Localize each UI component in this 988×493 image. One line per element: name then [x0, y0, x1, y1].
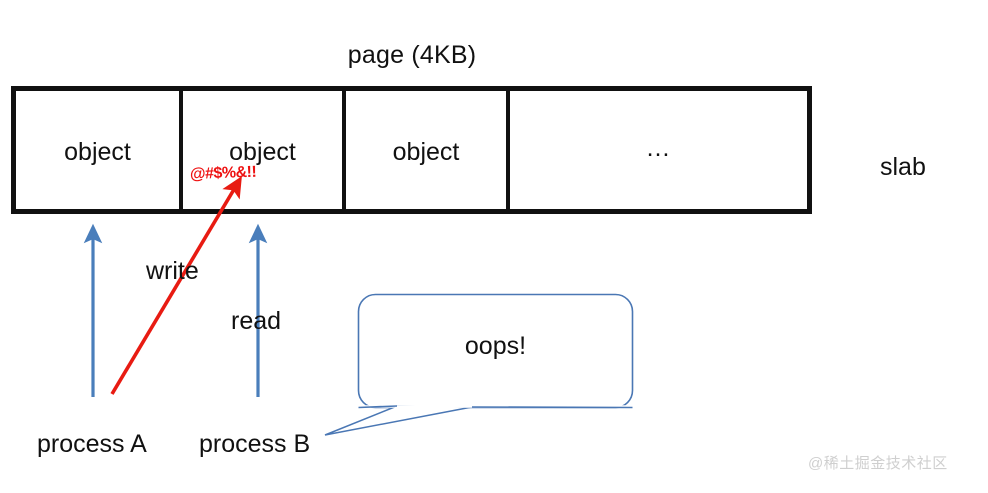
write-label: write	[146, 257, 199, 285]
slab-label: slab	[880, 153, 926, 181]
watermark: @稀土掘金技术社区	[808, 455, 948, 472]
process-b-label: process B	[199, 430, 311, 458]
slab-cell-object-1: object	[16, 91, 183, 209]
process-a-label: process A	[37, 430, 147, 458]
corrupted-data-text: @#$%&!!	[189, 163, 257, 183]
page-title: page (4KB)	[347, 41, 477, 69]
slab-cell-label: object	[64, 137, 131, 166]
ellipsis-label: …	[645, 133, 672, 162]
callout-text: oops!	[464, 332, 527, 360]
slab-cell-label: object	[392, 137, 460, 166]
slab-cell-object-2: object	[183, 91, 346, 209]
callout-bubble-base	[358, 405, 633, 409]
read-label: read	[231, 307, 282, 335]
callout-tail	[324, 405, 473, 436]
write-overflow-arrow	[110, 176, 242, 395]
slab-cell-object-3: object	[346, 91, 510, 209]
slab-box: object object object …	[11, 86, 812, 214]
slab-cell-label: object	[229, 137, 296, 166]
slab-cell-ellipsis: …	[510, 91, 807, 209]
